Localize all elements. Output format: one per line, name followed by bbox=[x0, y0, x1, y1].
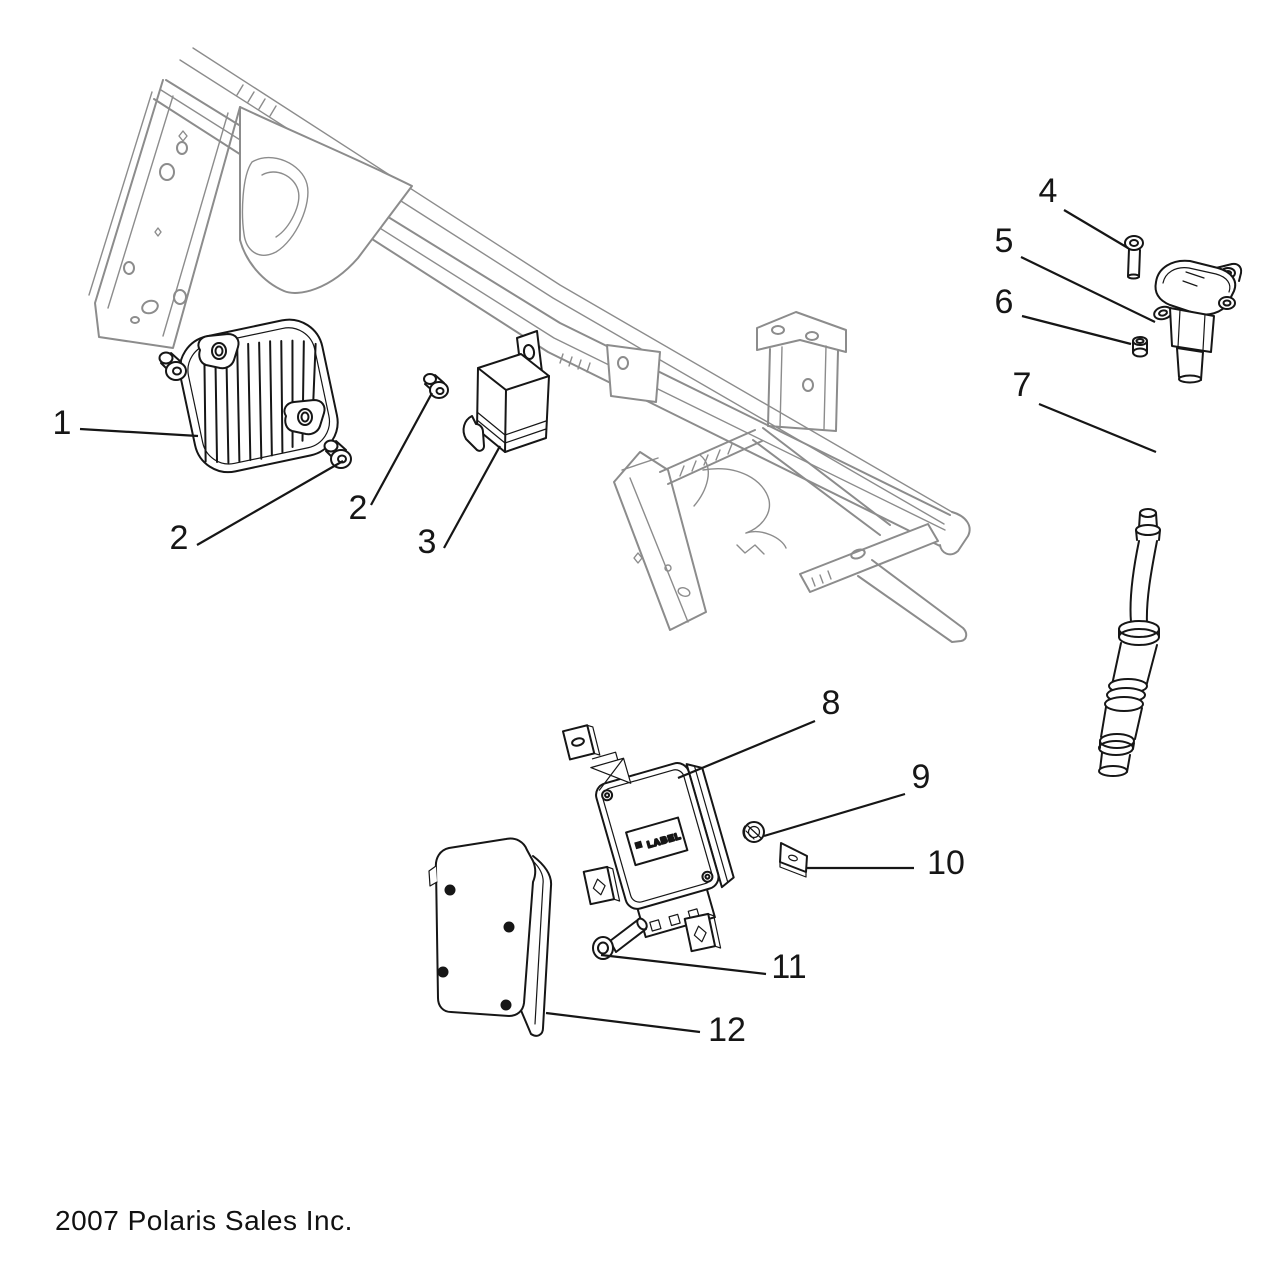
callout-9-number: 9 bbox=[912, 758, 931, 796]
callout-4-number: 4 bbox=[1039, 172, 1058, 210]
callout-2-number: 2 bbox=[170, 519, 189, 557]
mount-bolt bbox=[592, 917, 648, 960]
coil-bolt bbox=[1124, 235, 1144, 280]
callout-5-leader-line bbox=[1020, 256, 1156, 323]
callout-2-leader-line bbox=[196, 460, 344, 546]
callout-4-leader-line bbox=[1063, 209, 1129, 249]
callout-6-number: 6 bbox=[995, 283, 1014, 321]
coil-spacer-nut bbox=[1132, 336, 1148, 358]
callout-1-leader-line bbox=[79, 427, 199, 438]
callout-8-number: 8 bbox=[822, 684, 841, 722]
callout-11-leader-line bbox=[600, 953, 767, 976]
callout-5-number: 5 bbox=[995, 222, 1014, 260]
callout-9-leader-line bbox=[763, 792, 906, 838]
ecu: LABEL bbox=[590, 751, 735, 939]
copyright-text: 2007 Polaris Sales Inc. bbox=[55, 1205, 353, 1236]
relay bbox=[462, 330, 550, 453]
callout-3-number: 3 bbox=[418, 523, 437, 561]
spark-plug-wire bbox=[1098, 508, 1161, 777]
cover bbox=[428, 837, 553, 1037]
callout-2-number: 2 bbox=[349, 489, 368, 527]
voltage-regulator bbox=[178, 318, 339, 474]
grommet bbox=[742, 821, 765, 843]
callout-7-number: 7 bbox=[1013, 366, 1032, 404]
callout-3-leader-line bbox=[443, 445, 501, 549]
mount-plate bbox=[779, 842, 808, 878]
callout-10-number: 10 bbox=[927, 844, 965, 882]
callout-11-number: 11 bbox=[771, 948, 806, 986]
chassis-frame bbox=[88, 47, 971, 643]
callout-8-leader-line bbox=[677, 719, 816, 780]
callout-12-leader-line bbox=[545, 1011, 701, 1034]
callout-6-leader-line bbox=[1021, 314, 1132, 346]
callout-2-leader-line bbox=[370, 392, 433, 506]
callout-12-number: 12 bbox=[708, 1011, 746, 1049]
ignition-coil bbox=[1153, 259, 1243, 384]
callout-1-number: 1 bbox=[53, 404, 72, 442]
rubber-mounts bbox=[561, 724, 722, 953]
callout-7-leader-line bbox=[1038, 402, 1157, 454]
